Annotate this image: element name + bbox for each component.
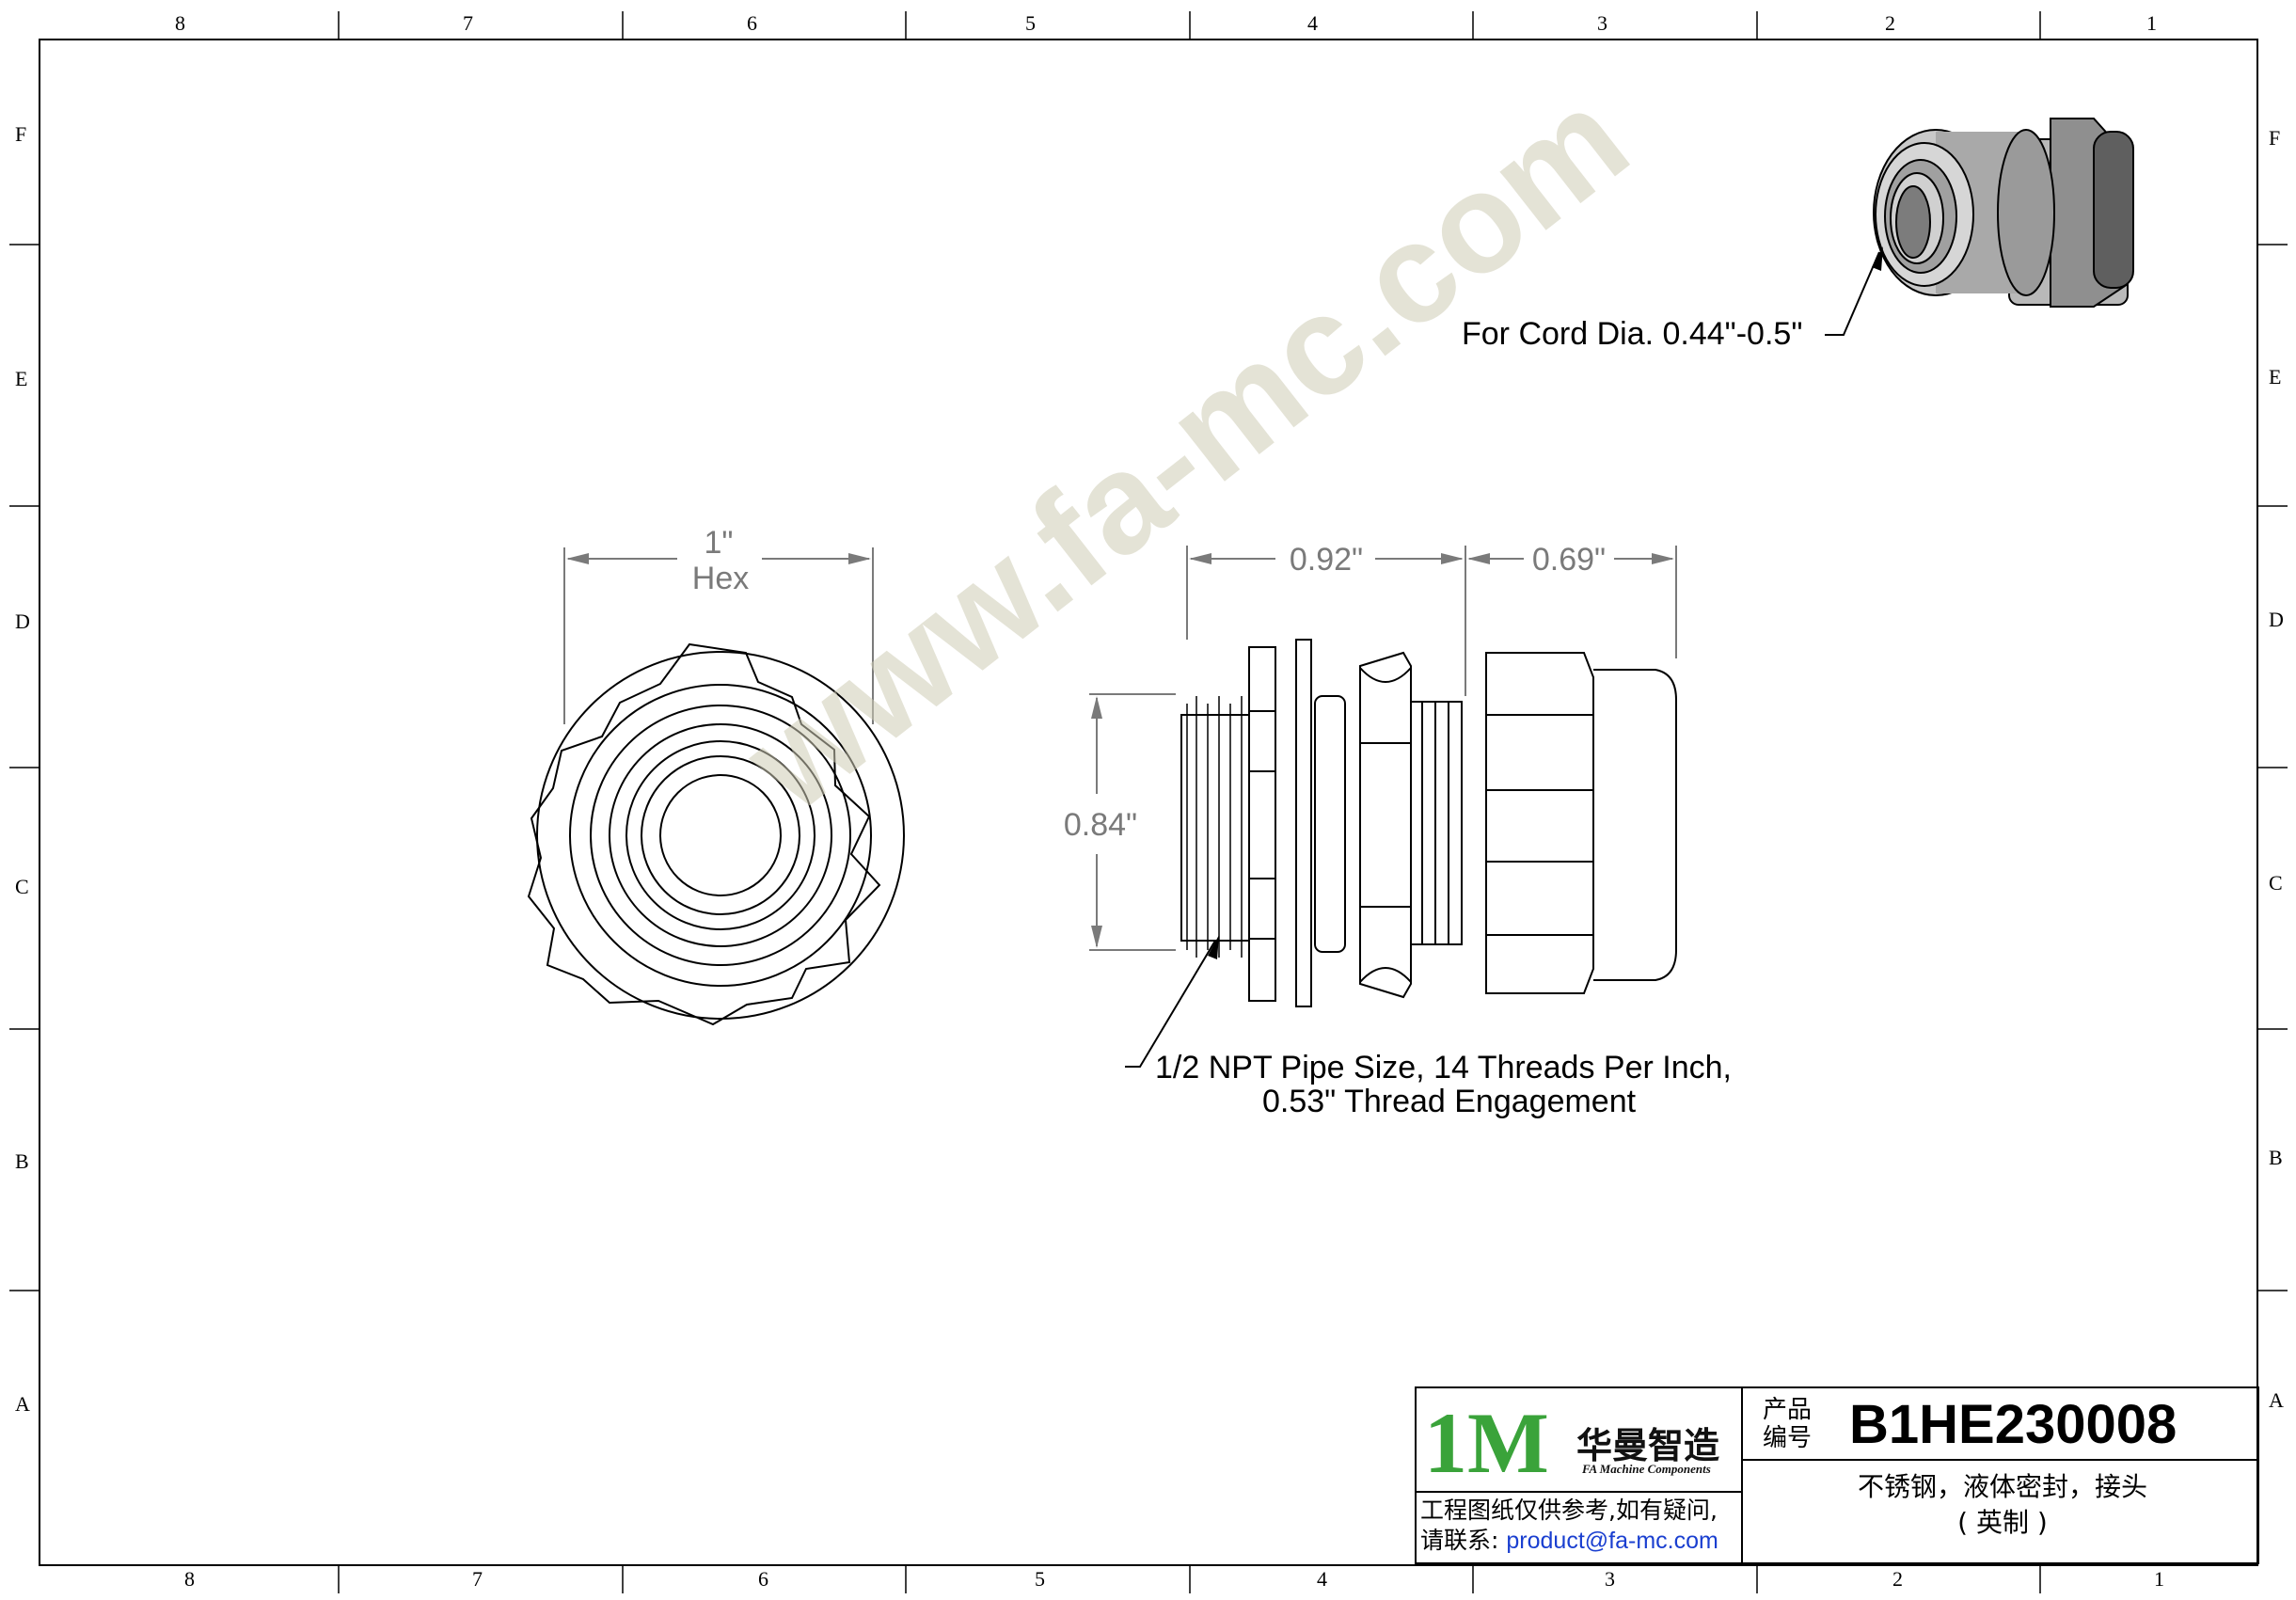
title-block: 1M 华曼智造 FA Machine Components 工程图纸仅供参考,如… — [1415, 1386, 2259, 1564]
contact-prefix: 请联系: — [1420, 1527, 1499, 1554]
dome-seal — [1593, 669, 1677, 981]
contact-email-link[interactable]: product@fa-mc.com — [1506, 1528, 1718, 1554]
zone-bottom-3: 3 — [1605, 1567, 1615, 1591]
product-description: 不锈钢，液体密封，接头 ( 英制 ) — [1746, 1469, 2259, 1541]
zone-top-3: 3 — [1597, 11, 1607, 35]
zone-right-D: D — [2269, 608, 2284, 631]
zone-top-2: 2 — [1885, 11, 1895, 35]
zone-left-B: B — [15, 1149, 29, 1173]
zone-right-B: B — [2269, 1146, 2283, 1169]
zone-bottom-1: 1 — [2154, 1567, 2164, 1591]
side-dimensions — [1089, 546, 1677, 951]
product-label: 产品 编号 — [1763, 1396, 1829, 1452]
description-line1: 不锈钢，液体密封，接头 — [1857, 1471, 2147, 1502]
zone-top-4: 4 — [1307, 11, 1318, 35]
body-hex — [1359, 651, 1412, 999]
zone-right-E: E — [2269, 365, 2282, 388]
front-view-outer-ring — [536, 651, 905, 1020]
zone-right-A: A — [2269, 1388, 2284, 1412]
thread-callout-line1: 1/2 NPT Pipe Size, 14 Threads Per Inch, — [1155, 1050, 1732, 1085]
washer — [1295, 639, 1312, 1007]
logo-cn: 华曼智造 — [1576, 1425, 1720, 1466]
sheet-border — [39, 39, 2258, 1566]
zone-top-7: 7 — [463, 11, 473, 35]
hex-dimension — [563, 547, 874, 724]
product-code: B1HE230008 — [1849, 1394, 2177, 1455]
lock-nut — [1248, 646, 1276, 1002]
thread-lines — [1186, 696, 1243, 958]
isometric-render — [1873, 118, 2134, 308]
dim-length-b: 0.69" — [1531, 542, 1607, 578]
zone-left-D: D — [15, 610, 30, 633]
zone-top-6: 6 — [747, 11, 757, 35]
thread-stem — [1180, 714, 1250, 942]
disclaimer: 工程图纸仅供参考,如有疑问, 请联系: product@fa-mc.com — [1420, 1496, 1744, 1563]
logo-mark-text: 1M — [1424, 1395, 1549, 1491]
zone-top-1: 1 — [2146, 11, 2157, 35]
zone-bottom-6: 6 — [758, 1567, 768, 1591]
dim-length-a: 0.92" — [1289, 542, 1364, 578]
zone-bottom-8: 8 — [184, 1567, 195, 1591]
front-view-hex-outline — [527, 642, 881, 1026]
zone-left-C: C — [15, 875, 29, 898]
title-block-lines — [1415, 1386, 2257, 1564]
disclaimer-line2: 请联系: product@fa-mc.com — [1420, 1526, 1744, 1556]
dim-height: 0.84" — [1063, 807, 1138, 843]
company-logo: 1M 华曼智造 FA Machine Components — [1420, 1394, 1740, 1492]
hex-dimension-label: Hex — [691, 561, 750, 596]
zone-bottom-4: 4 — [1317, 1567, 1327, 1591]
thread-callout-line2: 0.53" Thread Engagement — [1262, 1084, 1637, 1119]
front-view-bore — [659, 774, 782, 896]
zone-top-5: 5 — [1025, 11, 1036, 35]
zone-right-C: C — [2269, 871, 2283, 895]
logo-en: FA Machine Components — [1582, 1462, 1711, 1476]
zone-left-E: E — [15, 367, 28, 390]
side-view — [1180, 639, 1677, 1007]
zone-top-8: 8 — [175, 11, 185, 35]
cord-diameter-callout: For Cord Dia. 0.44"-0.5" — [1462, 316, 1803, 352]
zone-left-A: A — [15, 1392, 30, 1416]
product-label-line2: 编号 — [1763, 1424, 1813, 1452]
description-line2: ( 英制 ) — [1957, 1507, 2048, 1538]
zone-bottom-2: 2 — [1892, 1567, 1903, 1591]
zone-left-F: F — [15, 122, 27, 146]
logo-mark: 1M — [1424, 1396, 1549, 1490]
cap-nut-hex — [1485, 652, 1594, 994]
zone-bottom-5: 5 — [1035, 1567, 1045, 1591]
disclaimer-line1: 工程图纸仅供参考,如有疑问, — [1420, 1497, 1718, 1524]
zone-bottom-7: 7 — [472, 1567, 483, 1591]
hex-dimension-value: 1" — [704, 525, 734, 561]
zone-ticks — [9, 11, 2288, 1593]
product-label-line1: 产品 — [1763, 1396, 1813, 1424]
front-view — [527, 642, 905, 1026]
zone-right-F: F — [2269, 126, 2281, 150]
cord-leader — [1825, 246, 1883, 336]
thread-leader — [1125, 935, 1219, 1068]
